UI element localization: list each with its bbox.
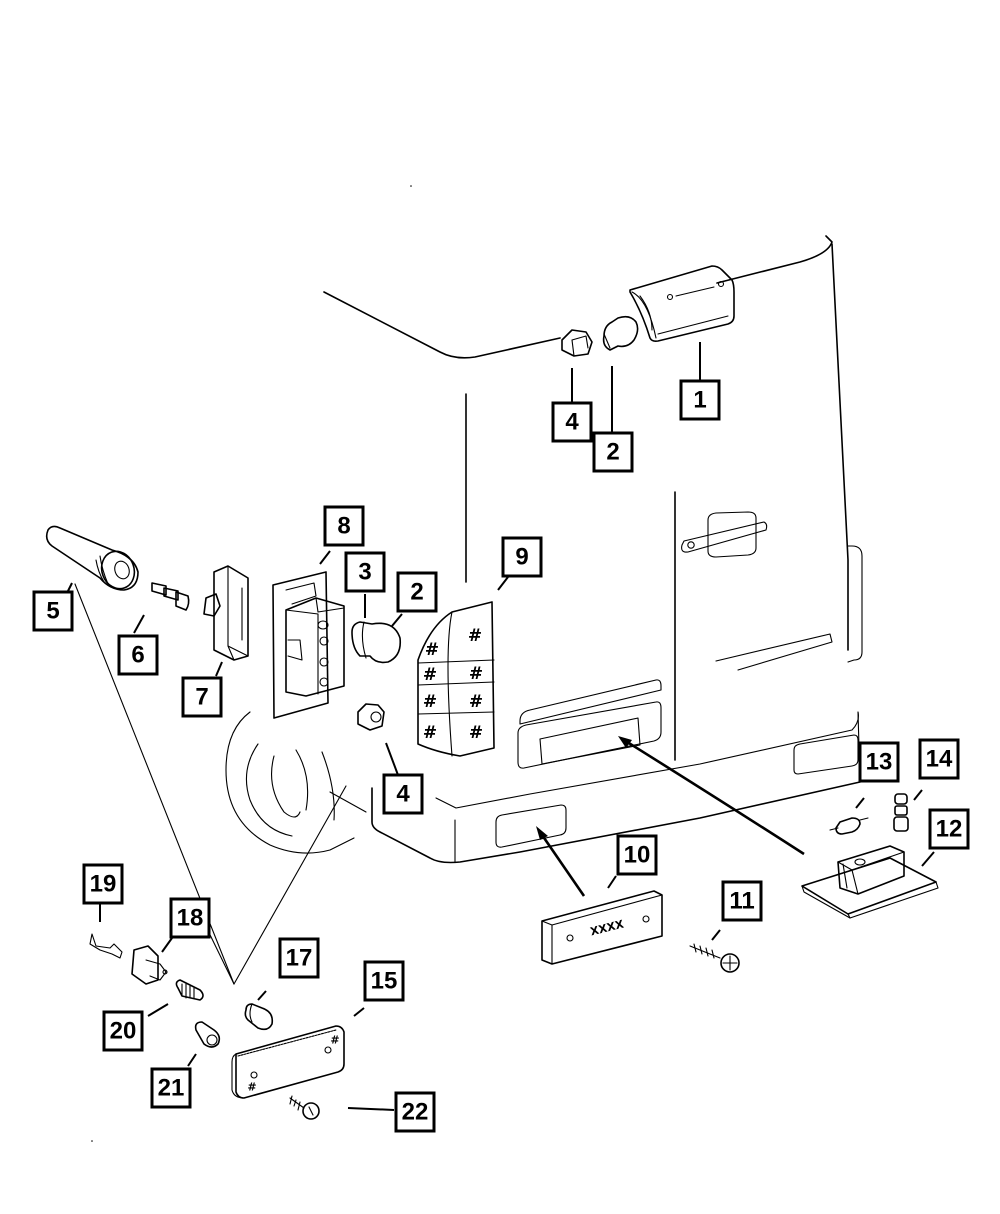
callout-2[interactable]: 2 xyxy=(396,571,438,613)
callout-1[interactable]: 1 xyxy=(679,379,721,421)
callout-10[interactable]: 10 xyxy=(616,834,658,876)
callout-label: 9 xyxy=(515,544,528,571)
lens-marking: # xyxy=(469,692,483,712)
callout-label: 4 xyxy=(565,409,579,436)
callout-4[interactable]: 4 xyxy=(551,401,593,443)
callout-14[interactable]: 14 xyxy=(918,738,960,780)
lens-marking: # xyxy=(425,640,439,660)
part-tail-lamp-bulb[interactable] xyxy=(351,621,402,664)
callout-label: 10 xyxy=(624,842,651,869)
lens-marking: # xyxy=(469,723,483,743)
callout-20[interactable]: 20 xyxy=(102,1010,144,1052)
part-side-marker-lamp[interactable]: # # xyxy=(231,1025,345,1099)
callout-8[interactable]: 8 xyxy=(323,505,365,547)
lens-marking: # xyxy=(423,665,437,685)
lens-marking: # xyxy=(423,692,437,712)
part-side-marker-grommet[interactable] xyxy=(175,979,204,1001)
callout-label: 2 xyxy=(606,439,619,466)
callout-label: 4 xyxy=(396,781,410,808)
callout-label: 18 xyxy=(177,905,204,932)
lamp-marking: # xyxy=(330,1034,339,1047)
callout-label: 3 xyxy=(358,559,371,586)
part-chmsl-housing[interactable] xyxy=(629,265,735,342)
part-chmsl-bulb[interactable] xyxy=(602,315,639,351)
callout-22[interactable]: 22 xyxy=(394,1091,436,1133)
callout-18[interactable]: 18 xyxy=(169,897,211,939)
part-reflector-screw[interactable] xyxy=(689,943,740,973)
callout-19[interactable]: 19 xyxy=(82,863,124,905)
callout-3[interactable]: 3 xyxy=(344,551,386,593)
callout-label: 20 xyxy=(110,1018,137,1045)
callout-11[interactable]: 11 xyxy=(721,880,763,922)
callout-label: 22 xyxy=(402,1099,429,1126)
wheel-well xyxy=(225,711,373,854)
part-tail-lamp-lens[interactable]: # # # # # # # # xyxy=(417,601,495,757)
part-wiring-grommet[interactable] xyxy=(45,525,140,593)
callout-15[interactable]: 15 xyxy=(363,960,405,1002)
callout-5[interactable]: 5 xyxy=(32,590,74,632)
callout-label: 6 xyxy=(131,642,144,669)
callout-label: 8 xyxy=(337,513,350,540)
part-side-marker-clip[interactable] xyxy=(194,1021,221,1048)
callout-4[interactable]: 4 xyxy=(382,773,424,815)
part-terminal[interactable] xyxy=(151,582,190,611)
lamp-marking: # xyxy=(247,1081,256,1094)
callout-6[interactable]: 6 xyxy=(117,634,159,676)
callout-label: 11 xyxy=(729,888,754,915)
assembly-arrows xyxy=(536,736,805,897)
callout-label: 5 xyxy=(46,598,59,625)
door-handle xyxy=(681,511,768,558)
scan-speck xyxy=(91,1140,93,1142)
part-side-marker-screw[interactable] xyxy=(289,1095,320,1120)
scan-speck xyxy=(410,185,412,187)
part-tail-lamp-nut[interactable] xyxy=(357,703,385,731)
callout-label: 12 xyxy=(936,816,963,843)
lens-marking: # xyxy=(469,664,483,684)
part-rear-reflector[interactable]: XXXX xyxy=(541,890,663,965)
callout-label: 15 xyxy=(371,968,398,995)
part-side-marker-connector[interactable] xyxy=(131,945,168,985)
part-chmsl-nut[interactable] xyxy=(561,329,593,357)
callout-9[interactable]: 9 xyxy=(501,536,543,578)
van-body xyxy=(225,235,863,864)
callout-label: 19 xyxy=(90,871,117,898)
callout-label: 7 xyxy=(195,684,208,711)
callout-12[interactable]: 12 xyxy=(928,808,970,850)
part-side-marker-terminal[interactable] xyxy=(89,933,123,959)
callout-17[interactable]: 17 xyxy=(278,937,320,979)
part-license-lamp-bulb[interactable] xyxy=(829,817,869,835)
callout-2[interactable]: 2 xyxy=(592,431,634,473)
lens-marking: # xyxy=(423,723,437,743)
callout-label: 17 xyxy=(286,945,313,972)
reflector-marking: XXXX xyxy=(589,917,626,938)
license-plate-recess xyxy=(517,679,662,769)
part-bulb-socket-pieces[interactable] xyxy=(893,793,909,832)
callout-label: 2 xyxy=(410,579,423,606)
part-side-marker-bulb[interactable] xyxy=(244,1003,274,1031)
callout-label: 21 xyxy=(158,1075,185,1102)
part-wiring-connector[interactable] xyxy=(203,565,249,661)
part-tail-lamp-socket-board[interactable] xyxy=(272,571,345,719)
callout-21[interactable]: 21 xyxy=(150,1067,192,1109)
callout-label: 14 xyxy=(926,746,953,773)
callout-7[interactable]: 7 xyxy=(181,676,223,718)
part-license-plate-lamp[interactable] xyxy=(801,845,939,919)
callout-label: 13 xyxy=(866,749,893,776)
callout-label: 1 xyxy=(693,387,706,414)
leader-lines xyxy=(65,342,935,1111)
callout-13[interactable]: 13 xyxy=(858,741,900,783)
lens-marking: # xyxy=(468,626,482,646)
rear-bumper xyxy=(371,711,861,864)
